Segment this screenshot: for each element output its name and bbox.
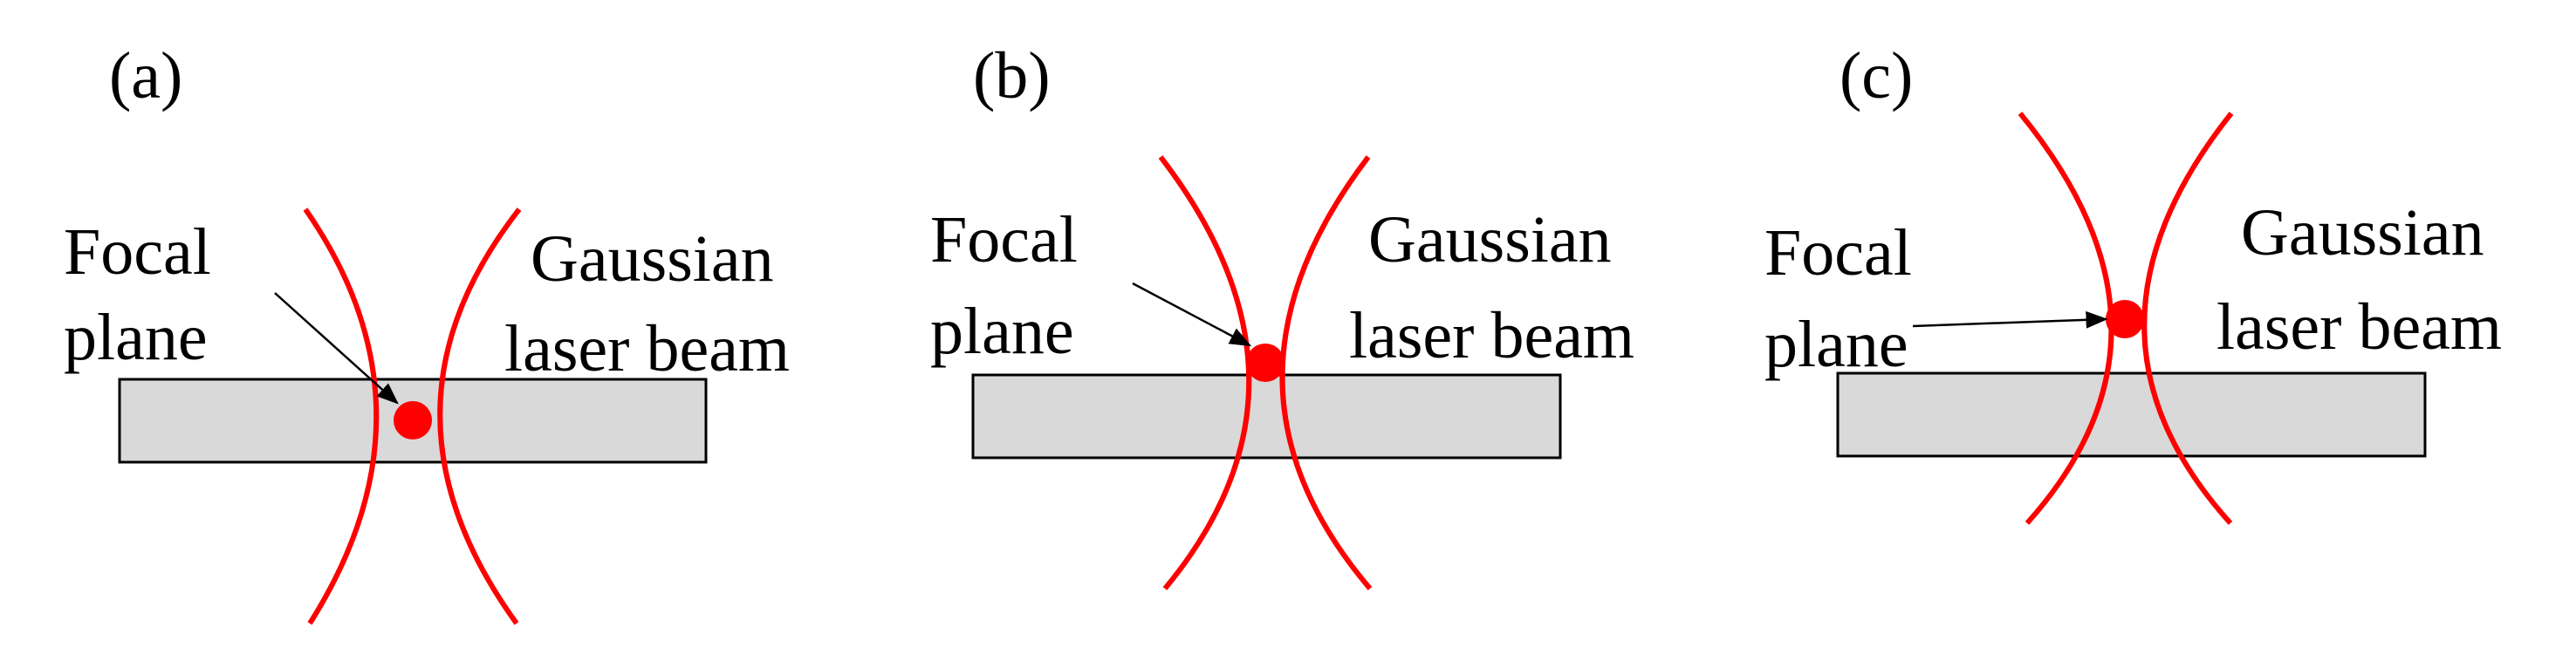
panel-a: (a) Focal plane Gaussian laser beam — [64, 39, 790, 625]
panel-c-sample-slab — [1836, 371, 2427, 458]
panel-c: (c) Focal plane Gaussian laser beam — [1764, 39, 2502, 526]
panel-c-pointer-arrow — [1912, 310, 2108, 329]
panel-b-beam-label-line1: Gaussian — [1368, 203, 1612, 276]
panel-b-sample-slab — [971, 373, 1562, 460]
panel-b-beam-label-line2: laser beam — [1349, 299, 1634, 372]
panel-b-label: (b) — [973, 39, 1051, 112]
panel-c-beam-left-edge — [2018, 112, 2114, 526]
panel-a-beam-left-edge — [303, 208, 380, 625]
panel-b-beam-left-edge — [1158, 155, 1252, 590]
panel-a-focal-label-line1: Focal — [64, 215, 211, 289]
panel-b-focal-label-line1: Focal — [930, 203, 1078, 276]
panel-c-focal-label-line1: Focal — [1764, 216, 1912, 289]
panel-a-pointer-arrow — [274, 292, 399, 405]
panel-c-beam-right-edge — [2141, 112, 2234, 526]
panel-b: (b) Focal plane Gaussian laser beam — [930, 39, 1634, 590]
panel-c-focal-point — [2106, 300, 2144, 338]
panel-c-beam-label-line2: laser beam — [2216, 290, 2502, 364]
panel-c-focal-label-line2: plane — [1764, 308, 1908, 381]
panel-b-focal-label-line2: plane — [930, 295, 1074, 368]
panel-c-label: (c) — [1840, 39, 1913, 112]
panel-a-beam-right-edge — [437, 208, 522, 625]
panel-b-pointer-arrow — [1132, 282, 1252, 347]
panel-c-beam-label-line1: Gaussian — [2241, 196, 2484, 269]
panel-a-beam-label-line2: laser beam — [504, 312, 790, 385]
panel-b-beam-right-edge — [1279, 155, 1373, 590]
panel-a-focal-label-line2: plane — [64, 301, 208, 374]
panel-a-label: (a) — [109, 39, 182, 112]
panel-a-beam-label-line1: Gaussian — [531, 222, 774, 296]
panel-a-focal-point — [394, 401, 432, 439]
panel-b-focal-point — [1246, 344, 1285, 382]
